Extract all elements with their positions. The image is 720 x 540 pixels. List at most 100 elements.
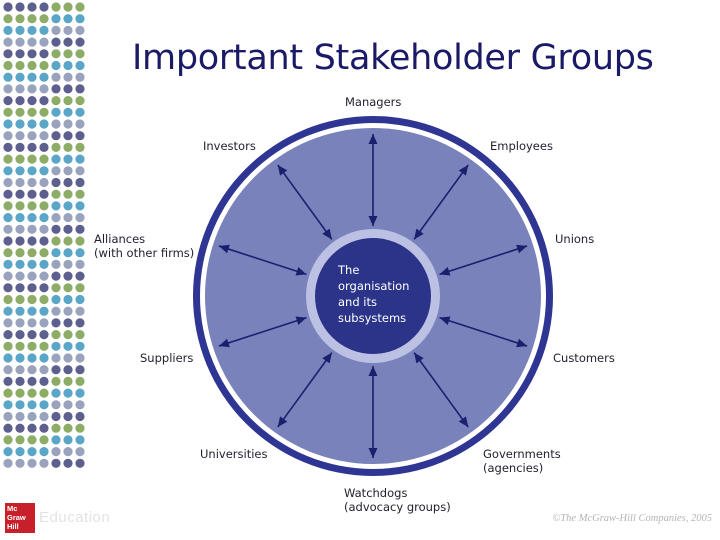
decorative-dot xyxy=(39,25,49,35)
decorative-dot xyxy=(51,306,61,316)
decorative-dot xyxy=(3,60,13,71)
publisher-logo: Mc Graw Hill xyxy=(5,503,35,533)
page-title: Important Stakeholder Groups xyxy=(132,38,654,78)
decorative-dot xyxy=(39,154,49,164)
arrowhead xyxy=(458,164,469,176)
center-label-line: subsystems xyxy=(338,311,407,325)
label-line: (advocacy groups) xyxy=(344,500,451,514)
decorative-dot xyxy=(39,189,49,199)
decorative-dot xyxy=(15,400,25,410)
decorative-dot xyxy=(75,248,85,258)
decorative-dot xyxy=(51,423,61,433)
decorative-dot xyxy=(63,2,73,12)
decorative-dot xyxy=(75,154,85,164)
decorative-dot xyxy=(15,271,25,281)
decorative-dot xyxy=(15,318,25,328)
decorative-dot xyxy=(3,72,13,82)
decorative-dot xyxy=(51,318,61,328)
center-label-line: organisation xyxy=(338,279,410,293)
decorative-dot xyxy=(27,458,37,468)
label-line: (with other firms) xyxy=(94,246,195,260)
decorative-dot xyxy=(63,131,73,141)
decorative-dot xyxy=(3,341,13,351)
stakeholder-arrow xyxy=(218,245,307,276)
decorative-dot xyxy=(27,119,37,129)
decorative-dot xyxy=(75,236,85,246)
arrowhead xyxy=(295,316,307,326)
decorative-dot xyxy=(39,376,49,386)
decorative-dot xyxy=(63,142,73,152)
decorative-dot xyxy=(75,458,85,468)
decorative-dot xyxy=(63,376,73,386)
decorative-dot xyxy=(39,224,49,234)
decorative-dot xyxy=(27,236,37,246)
decorative-dot xyxy=(51,365,61,375)
decorative-dot xyxy=(51,37,61,47)
decorative-dot xyxy=(75,49,85,59)
decorative-dot xyxy=(75,84,85,94)
decorative-dot xyxy=(3,14,13,24)
arrow-group xyxy=(218,134,528,458)
decorative-dot xyxy=(39,365,49,375)
decorative-dot xyxy=(39,177,49,188)
decorative-dot xyxy=(27,376,37,386)
decorative-dot xyxy=(27,177,37,188)
decorative-dot xyxy=(15,154,25,164)
decorative-dot xyxy=(27,154,37,164)
decorative-dot xyxy=(51,388,61,398)
decorative-dot xyxy=(63,201,73,211)
decorative-dot xyxy=(3,365,13,375)
decorative-dot xyxy=(39,119,49,129)
decorative-dot xyxy=(3,259,13,269)
label-line: Customers xyxy=(553,351,615,365)
decorative-dot xyxy=(3,447,13,457)
decorative-dot xyxy=(51,236,61,246)
decorative-dot xyxy=(27,37,37,47)
decorative-dot xyxy=(63,341,73,351)
decorative-dot xyxy=(75,306,85,316)
label-line: Governments xyxy=(483,447,561,461)
decorative-dot xyxy=(39,248,49,258)
decorative-dot xyxy=(3,236,13,246)
decorative-dot xyxy=(75,189,85,199)
decorative-dot xyxy=(39,166,49,176)
decorative-dot xyxy=(39,14,49,24)
decorative-dot xyxy=(27,283,37,293)
decorative-dot xyxy=(15,447,25,457)
label-line: Employees xyxy=(490,139,553,153)
decorative-dot xyxy=(51,283,61,293)
decorative-dot xyxy=(63,213,73,223)
decorative-dot xyxy=(63,388,73,398)
decorative-dot xyxy=(75,435,85,445)
arrowhead xyxy=(322,352,332,364)
decorative-dot xyxy=(3,49,13,59)
center-label-line: The xyxy=(338,263,360,277)
decorative-dot xyxy=(15,294,25,305)
decorative-dot xyxy=(63,189,73,199)
decorative-dot xyxy=(75,447,85,457)
decorative-dot xyxy=(51,131,61,141)
label-governments: Governments (agencies) xyxy=(483,447,561,475)
decorative-dot xyxy=(27,166,37,176)
decorative-dot xyxy=(51,447,61,457)
decorative-dot xyxy=(15,283,25,293)
arrowhead xyxy=(277,416,288,428)
decorative-dot xyxy=(51,435,61,445)
decorative-dot xyxy=(63,154,73,164)
decorative-dot xyxy=(39,2,49,12)
label-employees: Employees xyxy=(490,139,553,153)
decorative-dot xyxy=(15,224,25,234)
decorative-dot xyxy=(27,224,37,234)
arrowhead xyxy=(368,134,378,144)
decorative-dot xyxy=(39,72,49,82)
decorative-dot xyxy=(39,201,49,211)
decorative-dot-grid xyxy=(3,2,85,468)
label-alliances: Alliances (with other firms) xyxy=(94,232,194,260)
decorative-dot xyxy=(27,447,37,457)
logo-line: Mc xyxy=(7,504,18,513)
arrowhead xyxy=(516,338,528,348)
decorative-dot xyxy=(39,131,49,141)
decorative-dot xyxy=(27,2,37,12)
decorative-dot xyxy=(15,189,25,199)
